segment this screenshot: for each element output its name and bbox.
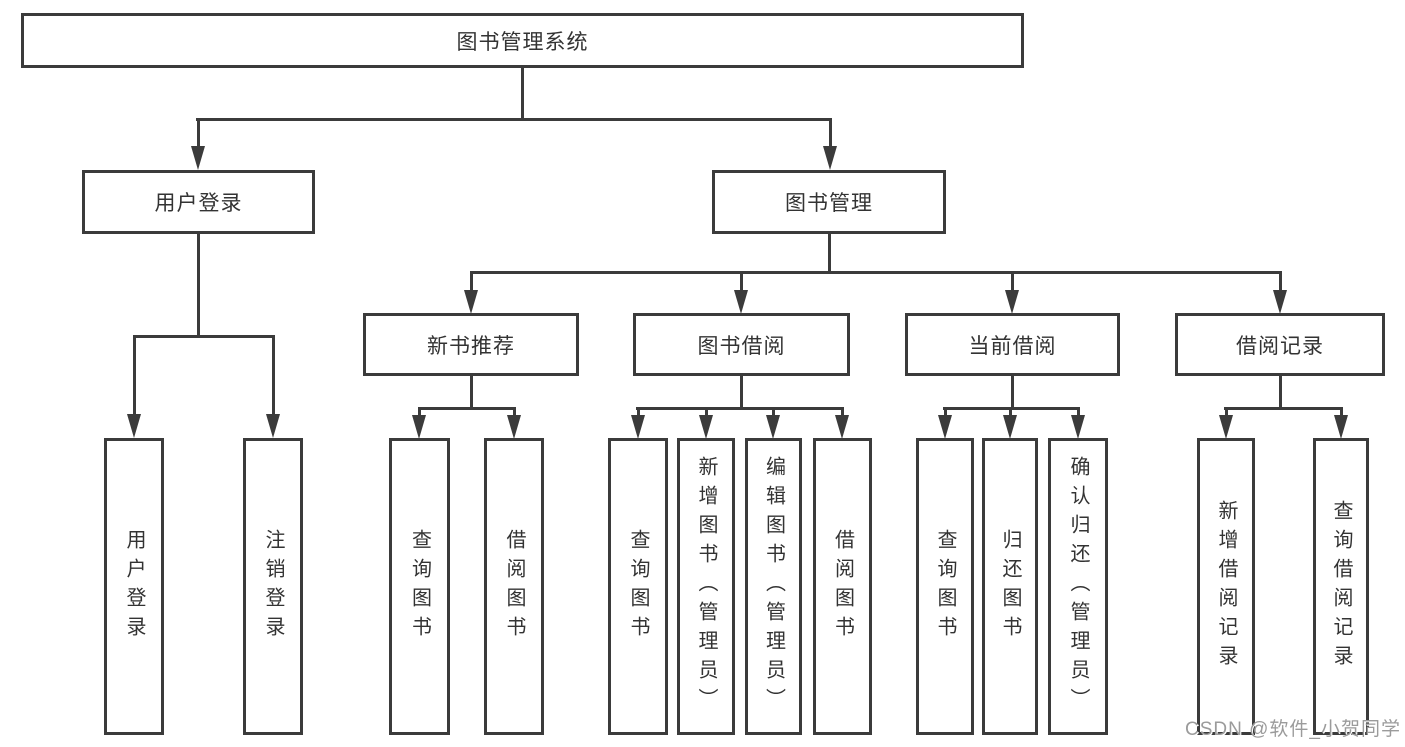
arrow-down-icon: [1334, 415, 1348, 439]
node-add-books-admin: 新增图书（管理员）: [677, 438, 735, 735]
connector-section-stem: [470, 376, 473, 410]
connector-section-stem: [740, 376, 743, 410]
node-user-login: 用户登录: [82, 170, 315, 234]
connector-section-branch: [636, 407, 844, 410]
connector-section-branch: [1224, 407, 1343, 410]
arrow-down-icon: [1273, 290, 1287, 314]
arrow-down-icon: [938, 415, 952, 439]
node-logout-leaf: 注销登录: [243, 438, 303, 735]
arrow-down-icon: [412, 415, 426, 439]
connector-level1-branch: [196, 118, 832, 121]
arrow-down-icon: [1005, 290, 1019, 314]
arrow-down-icon: [734, 290, 748, 314]
node-current-borrow: 当前借阅: [905, 313, 1120, 376]
node-borrow-books-recommend: 借阅图书: [484, 438, 544, 735]
connector-book-mgmt-stem: [828, 234, 831, 274]
connector-user-login-stem: [197, 234, 200, 338]
node-query-books-borrow: 查询图书: [608, 438, 668, 735]
arrow-down-icon: [823, 146, 837, 170]
connector-drop-borrow-record: [1279, 271, 1282, 293]
node-book-management: 图书管理: [712, 170, 946, 234]
connector-leaf-drop: [1009, 407, 1012, 419]
connector-drop-book-mgmt: [829, 118, 832, 148]
node-return-books: 归还图书: [982, 438, 1038, 735]
node-new-book-recommend: 新书推荐: [363, 313, 579, 376]
node-add-borrow-record: 新增借阅记录: [1197, 438, 1255, 735]
arrow-down-icon: [191, 146, 205, 170]
arrow-down-icon: [127, 414, 141, 438]
arrow-down-icon: [631, 415, 645, 439]
connector-user-login-branch: [133, 335, 274, 338]
node-borrow-books-leaf: 借阅图书: [813, 438, 872, 735]
connector-drop-current-borrow: [1011, 271, 1014, 293]
node-borrow-record: 借阅记录: [1175, 313, 1385, 376]
arrow-down-icon: [507, 415, 521, 439]
connector-section-stem: [1279, 376, 1282, 410]
connector-level2-branch: [470, 271, 1281, 274]
arrow-down-icon: [266, 414, 280, 438]
connector-leaf-drop: [637, 407, 640, 419]
node-query-borrow-record: 查询借阅记录: [1313, 438, 1369, 735]
node-book-borrow: 图书借阅: [633, 313, 850, 376]
node-query-books-recommend: 查询图书: [389, 438, 450, 735]
arrow-down-icon: [1071, 415, 1085, 439]
node-query-books-current: 查询图书: [916, 438, 974, 735]
arrow-down-icon: [464, 290, 478, 314]
arrow-down-icon: [1219, 415, 1233, 439]
node-root: 图书管理系统: [21, 13, 1024, 68]
connector-section-stem: [1011, 376, 1014, 410]
node-confirm-return-admin: 确认归还（管理员）: [1048, 438, 1108, 735]
connector-leaf-drop: [705, 407, 708, 419]
arrow-down-icon: [1003, 415, 1017, 439]
arrow-down-icon: [699, 415, 713, 439]
node-edit-books-admin: 编辑图书（管理员）: [745, 438, 802, 735]
connector-section-branch: [418, 407, 516, 410]
connector-leaf-drop: [772, 407, 775, 419]
connector-leaf-drop: [1225, 407, 1228, 419]
connector-drop-logout-leaf: [272, 335, 275, 415]
connector-drop-new-books: [470, 271, 473, 293]
node-login-leaf: 用户登录: [104, 438, 164, 735]
connector-leaf-drop: [841, 407, 844, 419]
csdn-watermark: CSDN @软件_小贺同学: [1185, 719, 1401, 740]
connector-leaf-drop: [1077, 407, 1080, 419]
arrow-down-icon: [766, 415, 780, 439]
connector-leaf-drop: [944, 407, 947, 419]
connector-leaf-drop: [513, 407, 516, 419]
connector-drop-book-borrow: [740, 271, 743, 293]
connector-root-stem: [521, 68, 524, 120]
connector-leaf-drop: [1340, 407, 1343, 419]
connector-drop-user-login: [197, 118, 200, 148]
connector-leaf-drop: [418, 407, 421, 419]
arrow-down-icon: [835, 415, 849, 439]
connector-drop-login-leaf: [133, 335, 136, 415]
